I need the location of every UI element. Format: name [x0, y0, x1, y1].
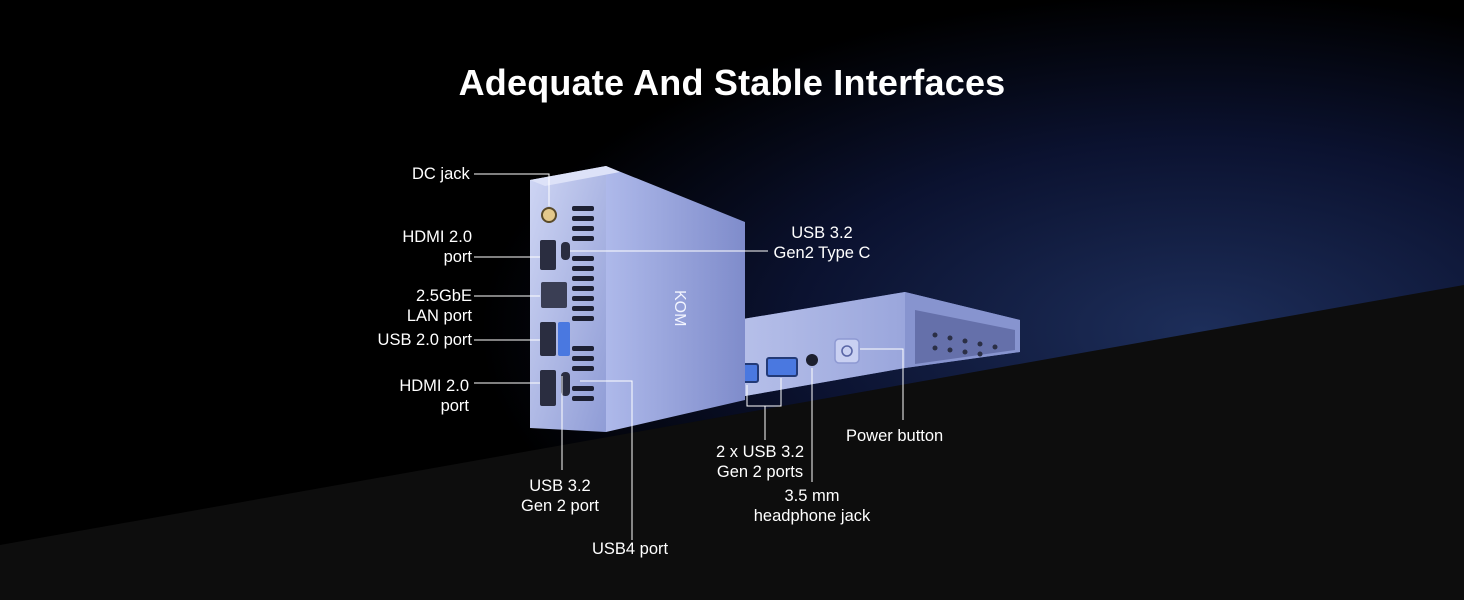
usb4-port	[561, 372, 570, 396]
label-usb4: USB4 port	[592, 540, 669, 558]
usb20-port	[540, 322, 556, 356]
dc-jack	[541, 207, 557, 223]
hdmi-port-bottom	[540, 370, 556, 406]
brand-mark: KOM	[671, 290, 688, 326]
front-usb-port-2	[766, 357, 798, 377]
lan-port	[541, 282, 567, 308]
power-button	[834, 338, 860, 364]
headphone-jack	[806, 354, 818, 366]
hdmi-port-top	[540, 240, 556, 270]
page-title: Adequate And Stable Interfaces	[458, 62, 1006, 103]
label-usb20: USB 2.0 port	[377, 331, 472, 349]
mini-pc-rear-unit: KOM	[530, 166, 745, 432]
usb-c-port-top	[561, 242, 570, 260]
usb32-side-port	[558, 322, 570, 356]
label-power-button: Power button	[846, 427, 944, 445]
callout-lines	[474, 173, 904, 540]
label-dc-jack: DC jack	[412, 165, 470, 183]
